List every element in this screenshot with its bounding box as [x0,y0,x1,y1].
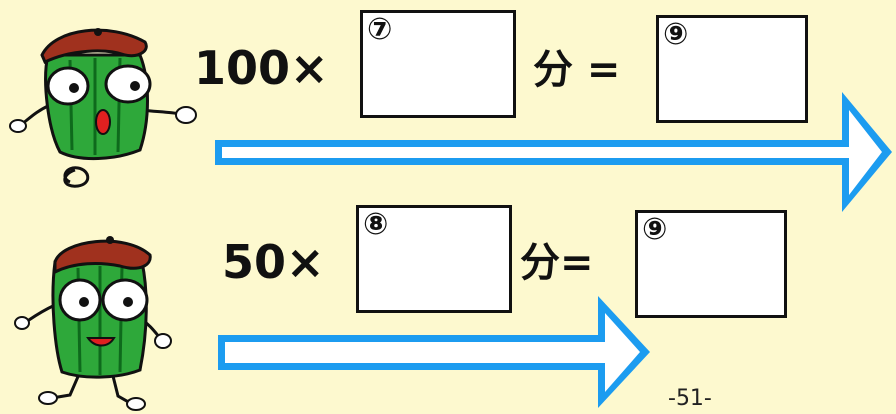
answer-box-7[interactable]: ⑦ [360,10,516,118]
multiplier-100-label: 100× [194,41,329,95]
page-number: -51- [668,386,712,411]
answer-box-9-bottom[interactable]: ⑨ [635,210,787,318]
circled-number-9: ⑨ [663,17,689,52]
circled-number-7: ⑦ [367,12,393,47]
right-arrow-icon [215,92,892,212]
unit-equals-label: 分= [520,240,594,286]
answer-box-8[interactable]: ⑧ [356,205,512,313]
circled-number-8: ⑧ [363,207,389,242]
right-arrow-icon [218,296,650,408]
answer-box-9-top[interactable]: ⑨ [656,15,808,123]
multiplier-50-label: 50× [222,235,325,289]
unit-equals-label: 分 = [533,47,621,93]
circled-number-9: ⑨ [642,212,668,247]
